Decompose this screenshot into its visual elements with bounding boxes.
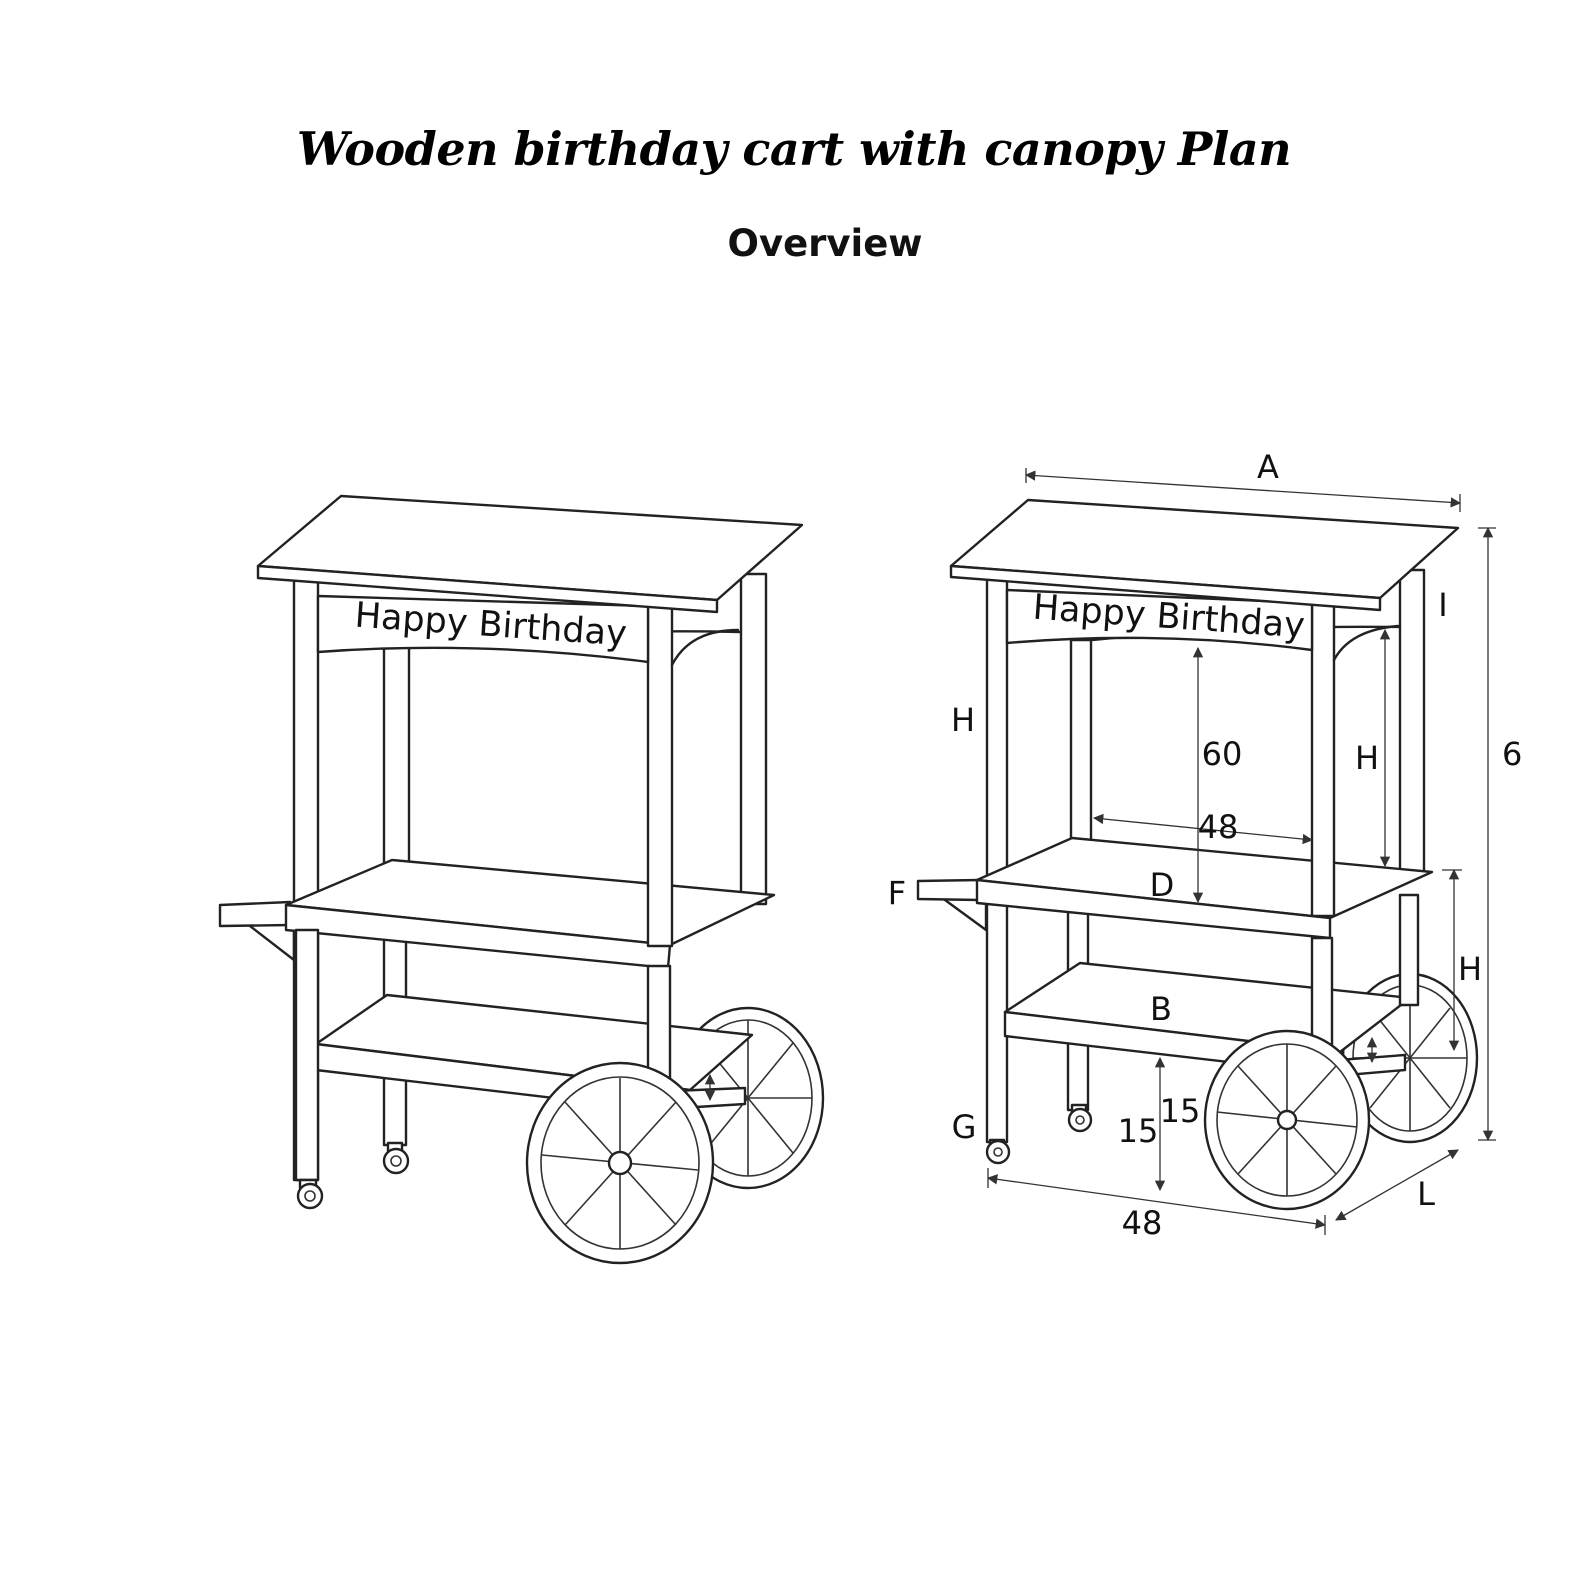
label-h-mid: H <box>1355 739 1379 777</box>
right-back-post-right <box>1398 568 1426 877</box>
right-front-post-left <box>985 575 1009 1144</box>
dimension-labels: A I H 60 H 6 48 D F H B 15 15 G L 48 <box>888 448 1523 1242</box>
label-g: G <box>952 1108 977 1146</box>
left-sign-panel <box>316 594 650 664</box>
left-brace-right <box>670 628 740 667</box>
left-cart: Happy Birthday <box>218 494 825 1265</box>
left-caster-back <box>382 1141 410 1175</box>
right-caster-back <box>1067 1103 1093 1133</box>
label-15-a: 15 <box>1160 1092 1201 1130</box>
dimension-lines <box>986 468 1496 1235</box>
left-handle <box>218 900 296 962</box>
page-title: Wooden birthday cart with canopy Plan <box>296 122 1292 176</box>
right-middle-shelf <box>975 836 1434 940</box>
right-front-post-right <box>1310 601 1336 918</box>
label-l: L <box>1417 1175 1435 1213</box>
label-i: I <box>1438 586 1447 624</box>
left-back-post-left <box>382 645 411 867</box>
left-front-lower-post-left <box>294 928 320 1182</box>
right-caster-front <box>985 1138 1011 1165</box>
label-h-right: H <box>1458 950 1482 988</box>
left-canopy-roof <box>256 494 804 614</box>
label-15-b: 15 <box>1118 1112 1159 1150</box>
label-6-partial: 6 <box>1502 735 1522 773</box>
right-brace-right <box>1332 624 1400 662</box>
right-cart: Happy Birthday <box>916 498 1479 1211</box>
right-back-lower-post-right <box>1398 893 1420 1007</box>
label-60: 60 <box>1202 735 1243 773</box>
right-sign-panel <box>1005 588 1314 652</box>
label-b: B <box>1150 990 1172 1028</box>
label-48-bottom: 48 <box>1122 1204 1163 1242</box>
left-middle-shelf <box>284 858 776 970</box>
left-back-post-right <box>739 572 768 906</box>
label-h-left: H <box>951 701 975 739</box>
right-back-post-left <box>1069 638 1093 842</box>
right-front-wheel <box>1203 1029 1371 1211</box>
left-front-wheel <box>525 1061 715 1265</box>
right-canopy-roof <box>949 498 1460 612</box>
left-caster-front <box>296 1178 324 1210</box>
label-d: D <box>1150 866 1175 904</box>
label-48-inner: 48 <box>1198 808 1239 846</box>
page-subtitle: Overview <box>727 222 923 265</box>
left-front-post-right <box>646 604 674 948</box>
label-f: F <box>888 874 906 912</box>
label-a: A <box>1257 448 1279 486</box>
